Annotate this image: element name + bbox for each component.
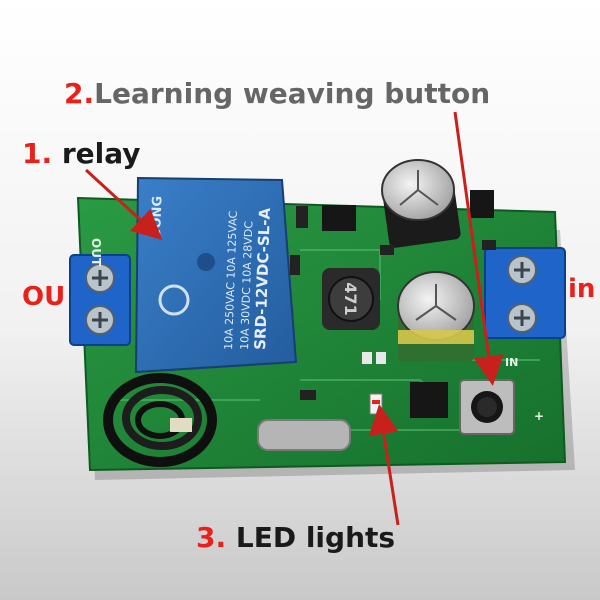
black-capacitor — [381, 159, 461, 248]
relay-arrow — [84, 168, 163, 241]
tactile-button — [459, 379, 515, 435]
led-arrow — [368, 404, 400, 526]
green-capacitor — [397, 271, 475, 362]
left-terminal-block — [69, 254, 131, 346]
relay-rating-1: 10A 250VAC 10A 125VAC — [222, 210, 240, 350]
button-annotation-number: 2. — [64, 77, 95, 110]
relay-model: SRD-12VDC-SL-A — [251, 207, 274, 350]
led-annotation-text: LED lights — [235, 521, 396, 554]
pcb-in-text: IN — [505, 356, 518, 369]
relay-rating-2: 10A 30VDC 10A 28VDC — [238, 221, 256, 351]
in-side-label: in — [568, 274, 596, 304]
pcb-plus-text: + — [534, 409, 544, 423]
out-side-label: OU — [22, 282, 66, 312]
inductor: 471 — [322, 268, 380, 330]
relay-annotation-number: 1. — [22, 137, 53, 170]
led-red-stripe — [372, 400, 380, 404]
right-terminal-block — [484, 247, 566, 339]
relay-annotation: 1. relay — [22, 140, 141, 168]
led-annotation-number: 3. — [196, 521, 227, 554]
pcb-out-text: OUT — [89, 238, 103, 267]
ic-chip-top — [322, 205, 356, 231]
button-annotation: 2.Learning weaving button — [64, 80, 490, 108]
antenna-coil — [103, 373, 217, 467]
relay: SONG SRD-12VDC-SL-A 10A 250VAC 10A 125VA… — [134, 176, 298, 374]
ic-chip-right — [470, 190, 494, 218]
button-annotation-text: Learning weaving button — [94, 77, 491, 110]
crystal — [257, 419, 351, 451]
smd-components — [290, 206, 496, 400]
led-annotation: 3. LED lights — [196, 524, 395, 552]
inductor-code: 471 — [341, 282, 360, 315]
ic-chip-bottom — [410, 382, 448, 418]
relay-annotation-text: relay — [61, 137, 141, 170]
button-arrow — [453, 111, 504, 386]
